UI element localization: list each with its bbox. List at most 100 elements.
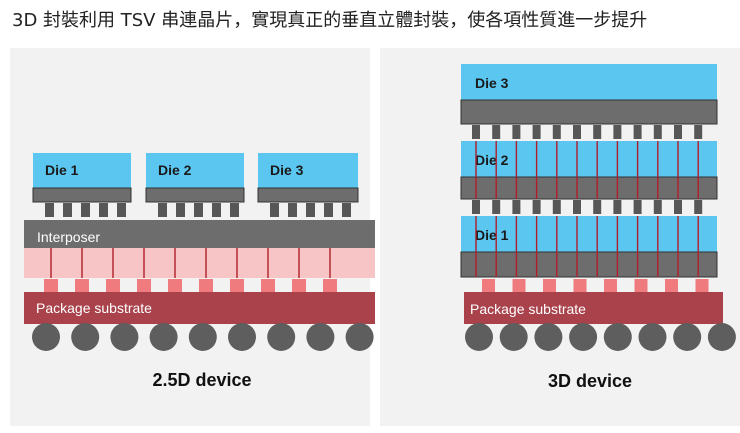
microbump	[194, 203, 203, 217]
microbump	[324, 203, 333, 217]
microbump	[633, 125, 642, 139]
die-2-base	[460, 176, 718, 200]
microbump	[694, 200, 703, 214]
solder-ball	[149, 323, 178, 351]
figure-title: 3D 封裝利用 TSV 串連晶片，實現真正的垂直立體封裝，使各項性質進一步提升	[12, 10, 648, 31]
interposer-bump	[137, 279, 151, 292]
microbump	[694, 125, 703, 139]
microbump	[176, 203, 185, 217]
solder-ball	[673, 323, 702, 351]
substrate-bump	[634, 279, 648, 292]
microbump	[230, 203, 239, 217]
solder-ball	[534, 323, 563, 351]
microbump	[674, 200, 682, 214]
microbump	[45, 203, 54, 217]
interposer-bump	[75, 279, 89, 292]
substrate-bump	[665, 279, 678, 292]
die-2-stack	[461, 141, 717, 177]
caption-3d: 3D device	[548, 371, 632, 391]
substrate-bump	[695, 279, 709, 292]
microbump	[472, 200, 480, 214]
die-label: Die 3	[475, 75, 509, 91]
microbump	[512, 125, 521, 139]
solder-ball	[603, 323, 632, 351]
microbump	[573, 125, 581, 139]
microbump	[552, 125, 561, 139]
substrate-bump	[604, 279, 617, 292]
microbump	[288, 203, 297, 217]
microbump	[158, 203, 167, 217]
die-base-layer	[32, 187, 132, 203]
die-base-layer	[145, 187, 245, 203]
solder-ball	[228, 323, 256, 351]
microbump	[532, 125, 541, 139]
microbump	[270, 203, 279, 217]
microbump	[212, 203, 221, 217]
die-base-layer	[257, 187, 359, 203]
die-1	[33, 153, 131, 188]
microbump	[674, 125, 682, 139]
microbump	[81, 203, 90, 217]
solder-ball	[110, 323, 139, 351]
microbump	[593, 125, 602, 139]
package-substrate	[464, 292, 723, 324]
die-label: Die 1	[45, 162, 79, 178]
package-substrate	[24, 292, 375, 324]
microbump	[552, 200, 561, 214]
solder-ball	[71, 323, 100, 351]
microbump	[342, 203, 351, 217]
microbump	[492, 125, 501, 139]
microbump	[633, 200, 642, 214]
microbump	[306, 203, 315, 217]
substrate-bump	[482, 279, 495, 292]
microbump	[492, 200, 501, 214]
die-2	[146, 153, 244, 188]
interposer-tsv-zone	[24, 248, 375, 278]
substrate-label: Package substrate	[470, 301, 586, 317]
substrate-label: Package substrate	[36, 300, 152, 316]
interposer-bump	[261, 279, 275, 292]
interposer-layer	[24, 220, 375, 248]
die-label: Die 1	[475, 227, 509, 243]
solder-ball	[499, 323, 528, 351]
microbump	[653, 125, 662, 139]
microbump	[63, 203, 72, 217]
solder-ball	[638, 323, 667, 351]
microbump	[593, 200, 602, 214]
substrate-bump	[543, 279, 556, 292]
solder-ball	[267, 323, 296, 351]
interposer-bump	[292, 279, 306, 292]
microbump	[117, 203, 126, 217]
interposer-bump	[44, 279, 58, 292]
solder-ball	[707, 323, 736, 351]
solder-ball	[465, 323, 493, 351]
die-label: Die 2	[475, 152, 509, 168]
solder-ball	[569, 323, 598, 351]
interposer-bump	[168, 279, 182, 292]
microbump	[512, 200, 521, 214]
solder-ball	[32, 323, 60, 351]
die-3	[258, 153, 358, 188]
substrate-bump	[573, 279, 587, 292]
interposer-bump	[230, 279, 244, 292]
microbump	[613, 200, 622, 214]
caption-2-5d: 2.5D device	[152, 370, 251, 390]
microbump	[613, 125, 622, 139]
die-1-base	[460, 251, 718, 278]
microbump	[573, 200, 581, 214]
microbump	[653, 200, 662, 214]
die-3-base	[460, 99, 718, 125]
interposer-bump	[323, 279, 337, 292]
interposer-bump	[199, 279, 213, 292]
die-3-stack	[461, 64, 717, 100]
interposer-bump	[106, 279, 120, 292]
die-label: Die 2	[158, 162, 192, 178]
substrate-bump	[512, 279, 526, 292]
microbump	[99, 203, 108, 217]
microbump	[472, 125, 480, 139]
solder-ball	[345, 323, 374, 351]
die-1-stack	[461, 216, 717, 252]
solder-ball	[188, 323, 217, 351]
